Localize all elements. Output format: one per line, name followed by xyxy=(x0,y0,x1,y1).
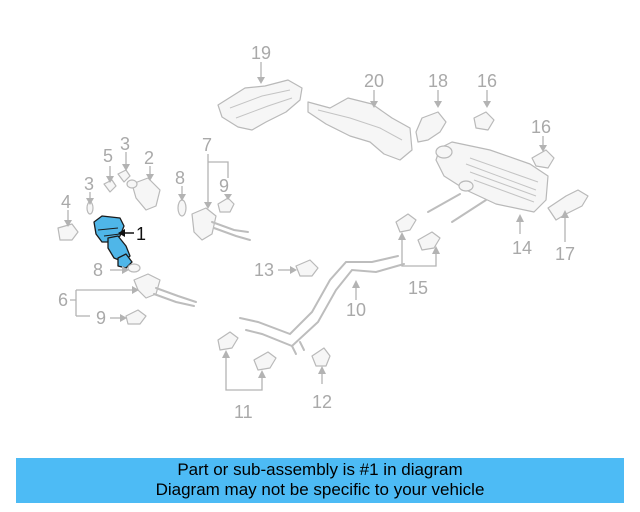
part-6-front-pipe xyxy=(133,273,197,307)
callout-12: 12 xyxy=(312,392,332,412)
leader-6 xyxy=(70,289,134,316)
leader-2-arrow xyxy=(146,174,154,181)
callout-3b: 3 xyxy=(84,174,94,194)
leader-10-arrow xyxy=(352,280,360,288)
callout-19: 19 xyxy=(251,43,271,63)
leader-8a-arrow xyxy=(178,194,186,201)
callout-1: 1 xyxy=(136,224,146,244)
part-20-heat-shield xyxy=(307,97,413,161)
leader-16b-arrow xyxy=(539,145,547,152)
callout-8b: 8 xyxy=(93,260,103,280)
leader-9b-arrow xyxy=(120,314,127,322)
callout-11: 11 xyxy=(234,402,253,422)
callout-8a: 8 xyxy=(175,168,185,188)
info-banner: Part or sub-assembly is #1 in diagram Di… xyxy=(16,458,624,503)
callout-15: 15 xyxy=(408,278,428,298)
leader-7 xyxy=(207,154,229,205)
part-8-gasket-b xyxy=(127,263,141,273)
leader-17-arrow xyxy=(561,210,569,218)
callout-9a: 9 xyxy=(219,176,229,196)
banner-line-1: Part or sub-assembly is #1 in diagram xyxy=(177,460,463,479)
leader-19-arrow xyxy=(257,77,265,84)
part-18-bracket xyxy=(415,111,447,143)
callout-10: 10 xyxy=(346,300,366,320)
leader-11 xyxy=(225,356,263,391)
leader-3a-arrow xyxy=(122,164,130,171)
exhaust-system-diagram: 19 20 18 16 16 14 17 15 xyxy=(57,43,589,422)
part-11-clamps xyxy=(217,331,277,371)
callout-20: 20 xyxy=(364,71,384,91)
part-9-bracket-a xyxy=(217,197,235,213)
callout-18: 18 xyxy=(428,71,448,91)
callout-17: 17 xyxy=(555,244,575,264)
leader-1-arrow xyxy=(118,229,125,237)
leader-9a-arrow xyxy=(224,194,232,200)
banner-line-2: Diagram may not be specific to your vehi… xyxy=(155,480,485,499)
leader-16a-arrow xyxy=(483,101,491,108)
leader-11-arrow-b xyxy=(258,370,266,378)
leader-13-arrow xyxy=(290,266,297,274)
leader-11-arrow-a xyxy=(222,350,230,358)
callout-7: 7 xyxy=(202,135,212,155)
callout-4: 4 xyxy=(61,192,71,212)
callout-6: 6 xyxy=(58,290,68,310)
part-13-clamp xyxy=(295,259,319,277)
part-10-intermediate-pipes xyxy=(239,255,405,355)
part-14-rear-muffler xyxy=(427,141,549,223)
callout-16a: 16 xyxy=(477,71,497,91)
part-4-bracket xyxy=(57,223,79,241)
leader-3b-arrow xyxy=(86,198,94,205)
part-9-bracket-b xyxy=(125,309,147,325)
part-1-catalytic-converter[interactable] xyxy=(93,215,133,269)
leader-18-arrow xyxy=(434,101,442,108)
part-12-hanger xyxy=(311,347,331,367)
part-15-clamps xyxy=(395,213,441,251)
part-16-hanger-b xyxy=(531,149,555,169)
callout-14: 14 xyxy=(512,238,532,258)
callout-16b: 16 xyxy=(531,117,551,137)
callout-13: 13 xyxy=(254,260,274,280)
callout-3a: 3 xyxy=(120,134,130,154)
leader-5-arrow xyxy=(106,176,114,183)
leader-15-arrow-a xyxy=(398,232,406,240)
leader-6-arrow xyxy=(132,286,139,294)
part-7-front-pipe xyxy=(191,207,251,241)
part-8-gasket-a xyxy=(177,199,187,217)
leader-20-arrow xyxy=(370,101,378,108)
leader-12-arrow xyxy=(318,366,326,374)
leader-15-arrow-b xyxy=(432,246,440,254)
leader-7-arrow xyxy=(204,202,212,209)
part-17-tail-pipe xyxy=(547,189,589,221)
part-3-stud-a xyxy=(117,169,131,183)
callout-2: 2 xyxy=(144,148,154,168)
part-19-heat-shield xyxy=(217,79,303,131)
leader-4-arrow xyxy=(64,220,72,227)
part-2-catalytic-converter xyxy=(126,177,161,211)
leader-15 xyxy=(401,236,437,267)
callout-9b: 9 xyxy=(96,308,106,328)
callout-5: 5 xyxy=(103,146,113,166)
leader-14-arrow xyxy=(516,214,524,222)
part-16-hanger-a xyxy=(473,111,495,131)
leader-8b-arrow xyxy=(122,266,129,274)
